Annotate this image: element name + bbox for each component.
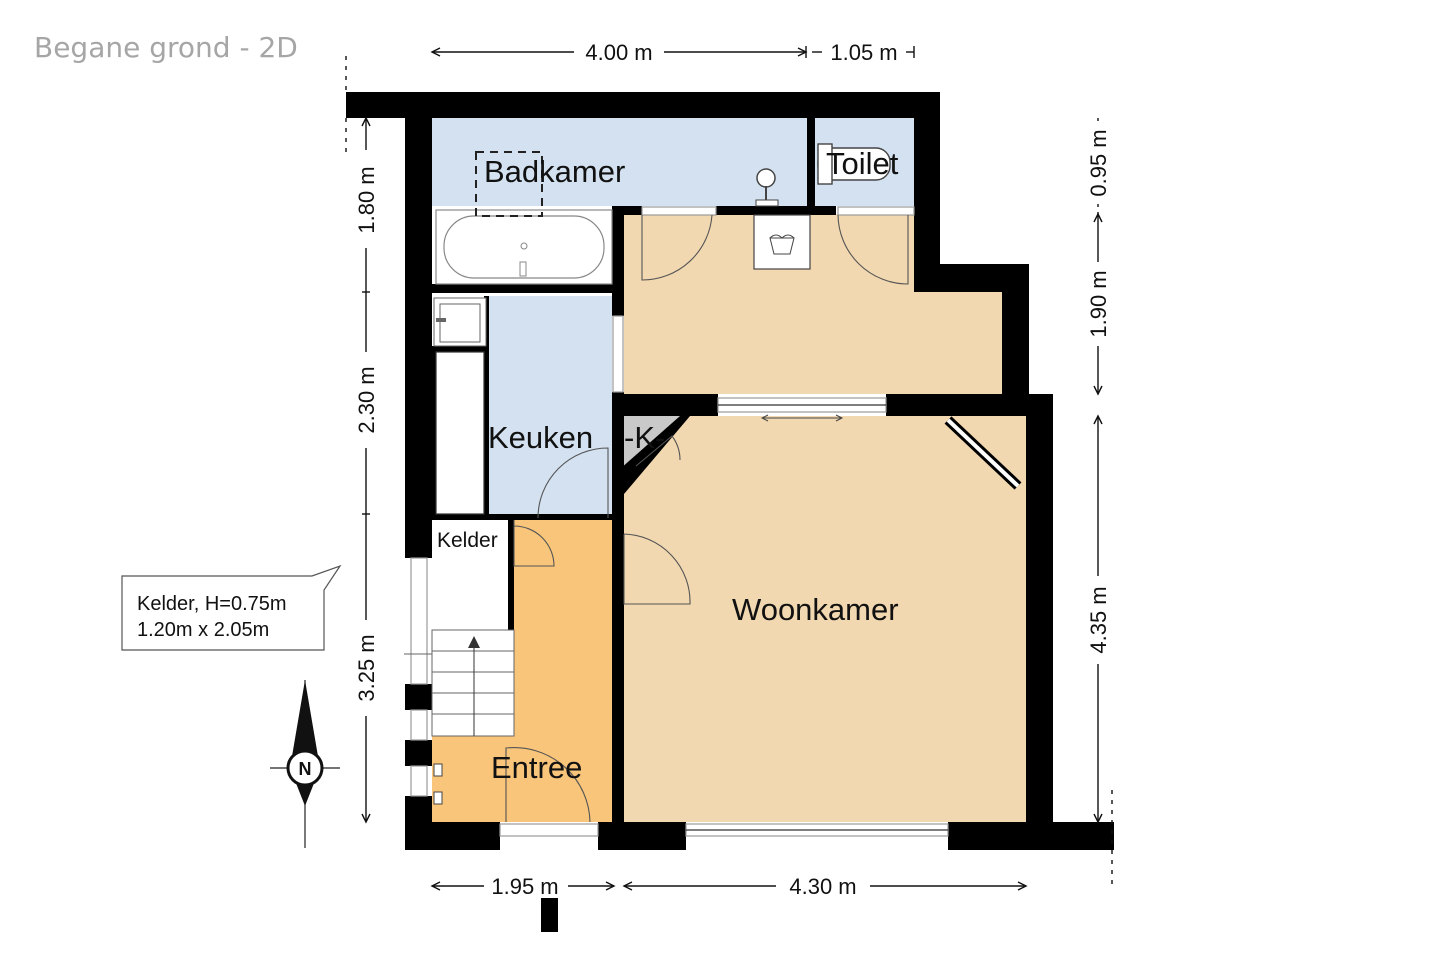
dim-left-1: 1.80 m (354, 166, 379, 233)
wall-kitchen-right (612, 206, 624, 316)
windows (410, 206, 1022, 837)
keuken-area (488, 296, 612, 518)
wall-left-upper (405, 92, 432, 558)
door-kelder (513, 520, 555, 567)
room-label-woonkamer: Woonkamer (732, 592, 899, 627)
room-label-entree: Entree (491, 750, 582, 785)
wall-kitchen-right-low (612, 392, 624, 828)
north-compass-icon: N (270, 680, 340, 848)
window-left-stairs (410, 557, 428, 685)
wall-bottom-mid (598, 822, 686, 850)
entrance-step (541, 898, 558, 932)
wall-hall-top-mid (716, 206, 836, 215)
note-line-1: Kelder, H=0.75m (137, 593, 287, 615)
room-label-kast: -K- (624, 420, 665, 455)
dim-right-3: 4.35 m (1086, 586, 1111, 653)
wall-bath-bottom (432, 284, 618, 293)
entree-area-bottom (432, 736, 614, 822)
wall-right-upper (914, 92, 940, 266)
door-hall-left (641, 214, 713, 281)
bathroom-sink (756, 168, 776, 188)
hall-area-right (912, 292, 1002, 394)
room-label-kelder: Kelder (437, 529, 498, 552)
fixtures (404, 143, 891, 805)
dim-top-left: 4.00 m (585, 40, 652, 65)
staircase (404, 629, 515, 737)
washing-machine (753, 214, 811, 270)
woonkamer-area (624, 416, 1026, 822)
room-label-keuken: Keuken (488, 420, 593, 455)
wall-bottom-right (948, 822, 1114, 850)
dim-top-right: 1.05 m (830, 40, 897, 65)
walls (346, 92, 1114, 932)
wall-right-mid (1002, 264, 1029, 394)
shower-outline (475, 151, 543, 217)
dim-right-1: 0.95 m (1086, 129, 1111, 196)
kast-diagonal-wall (612, 416, 690, 494)
wall-top (346, 92, 940, 118)
dim-left-2: 2.30 m (354, 366, 379, 433)
wall-living-top-right (886, 394, 1053, 416)
wall-bad-toilet (807, 118, 815, 214)
dim-right-2: 1.90 m (1086, 270, 1111, 337)
dimension-labels: 4.00 m 1.05 m 1.80 m 2.30 m 3.25 m 0.95 … (354, 40, 1111, 899)
dim-bottom-left: 1.95 m (491, 874, 558, 899)
room-label-badkamer: Badkamer (484, 154, 625, 189)
wall-kelder-right (508, 518, 514, 736)
door-hall-right (837, 214, 909, 285)
wall-living-top-left (612, 394, 718, 416)
dim-left-3: 3.25 m (354, 634, 379, 701)
wall-left-low (405, 796, 432, 826)
window-entree-bottom (499, 823, 599, 837)
plan-title: Begane grond - 2D (34, 31, 298, 64)
wall-kelder-top (432, 514, 612, 520)
wall-left-cabinet (432, 352, 436, 514)
kelder-room (432, 520, 508, 630)
room-label-toilet: Toilet (826, 146, 899, 181)
badkamer-area (432, 118, 808, 206)
radiator-1 (433, 763, 443, 777)
compass-label: N (299, 759, 312, 779)
door-kitchen (537, 447, 609, 519)
wall-sink-frame (432, 346, 488, 352)
wall-hall-top-left (614, 206, 642, 215)
wall-living-right (1026, 394, 1053, 826)
doors (505, 214, 909, 823)
window-left-low (410, 709, 428, 741)
note-line-2: 1.20m x 2.05m (137, 619, 269, 641)
wall-left-stub2 (405, 740, 432, 766)
door-front (505, 747, 591, 823)
kitchen-counter (435, 351, 485, 515)
window-hall-left (641, 206, 717, 216)
door-living (623, 533, 691, 605)
dim-bottom-right: 4.30 m (789, 874, 856, 899)
window-left-lower (410, 765, 428, 797)
wall-bottom-left (405, 822, 500, 850)
dimension-lines (345, 46, 1113, 891)
room-labels: Badkamer Toilet Keuken -K- Kelder Woonka… (437, 146, 899, 785)
kitchen-hall-opening (612, 315, 624, 393)
wall-kitchen-left (484, 296, 489, 518)
kelder-note-callout: Kelder, H=0.75m 1.20m x 2.05m (121, 564, 342, 651)
wall-left-stub1 (405, 684, 432, 710)
door-kast (635, 435, 681, 467)
radiator-2 (433, 791, 443, 805)
window-hall-top (837, 206, 915, 216)
